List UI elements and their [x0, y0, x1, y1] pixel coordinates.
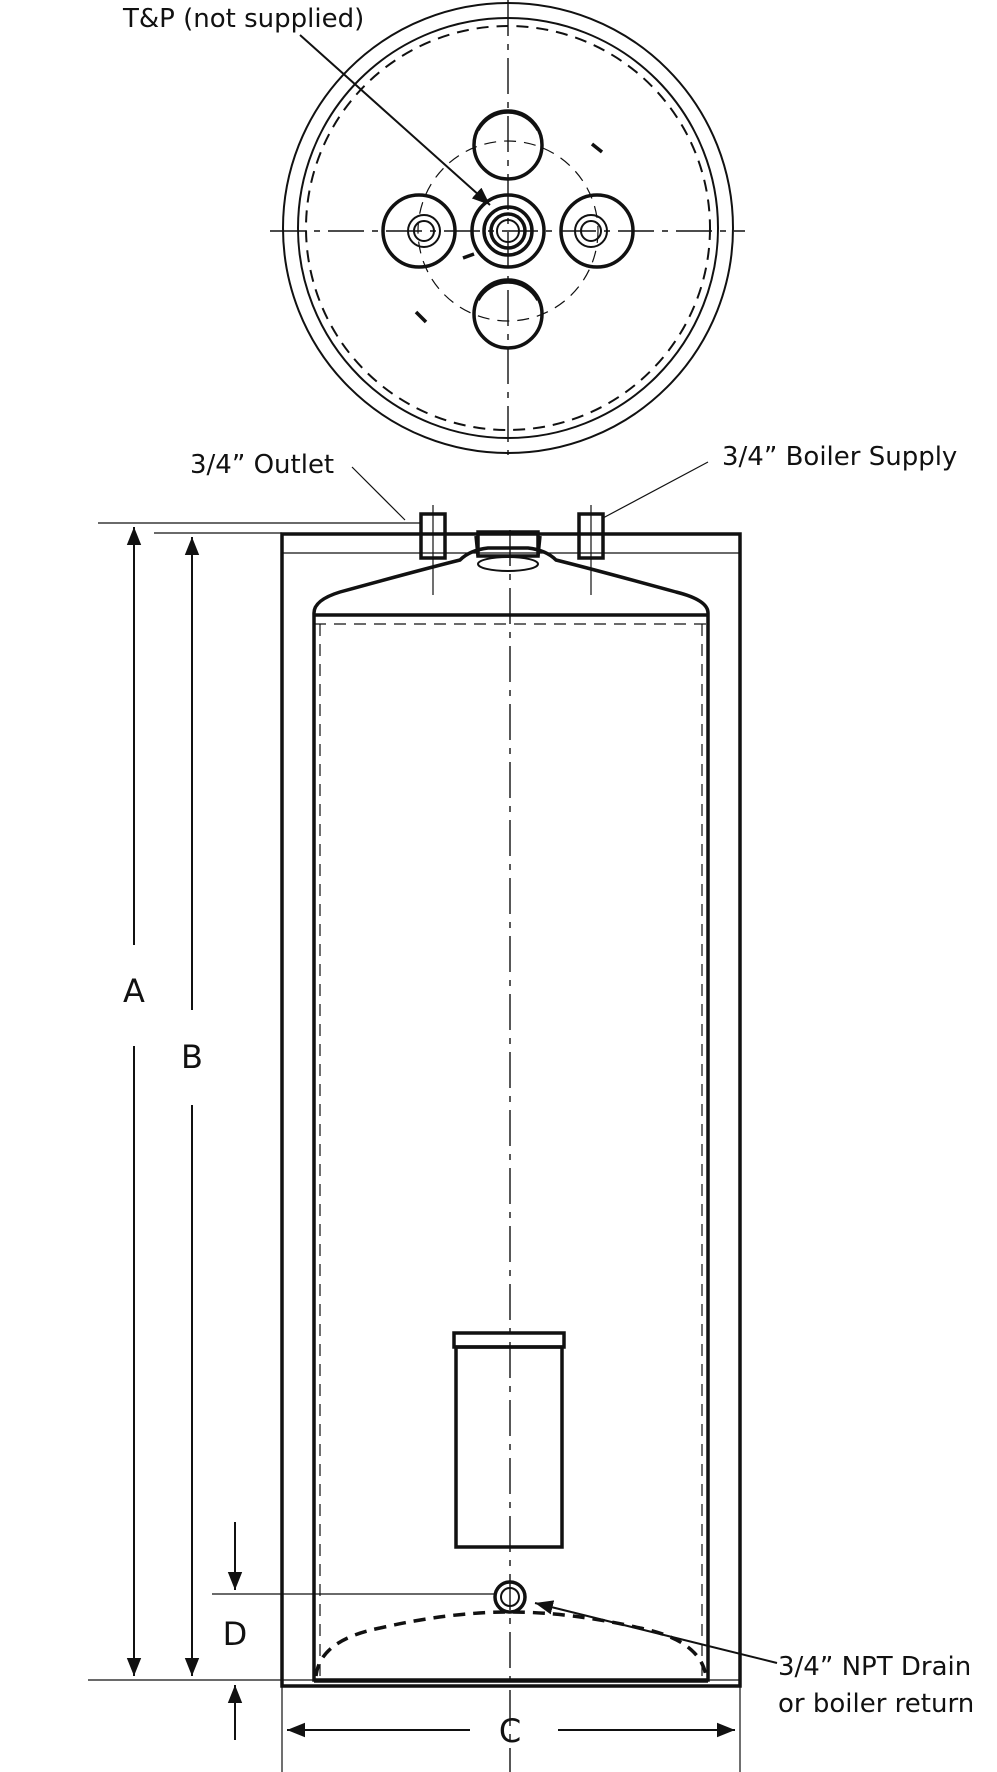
outlet-label: 3/4” Outlet — [190, 450, 334, 480]
drain-label-1: 3/4” NPT Drain — [778, 1652, 971, 1682]
boiler-supply-label: 3/4” Boiler Supply — [722, 442, 957, 472]
drain-callout: 3/4” NPT Drain or boiler return — [534, 1600, 974, 1719]
tp-fitting — [470, 193, 546, 269]
drain-fitting — [493, 1580, 527, 1614]
boiler-supply-callout: 3/4” Boiler Supply — [602, 442, 957, 519]
dimension-c-label: C — [499, 1712, 521, 1750]
drain-label-2: or boiler return — [778, 1689, 974, 1719]
top-fitting — [472, 109, 544, 181]
control-cap — [452, 1331, 566, 1349]
control-box — [454, 1345, 564, 1549]
side-view — [280, 505, 742, 1772]
dimension-d-label: D — [223, 1615, 248, 1653]
left-fitting — [381, 193, 457, 269]
dimension-b-label: B — [181, 1038, 203, 1076]
dimension-b: B — [181, 537, 203, 1676]
tank-shell — [312, 546, 710, 1682]
tp-label: T&P (not supplied) — [122, 4, 364, 34]
bottom-fitting — [472, 278, 544, 350]
right-fitting — [559, 193, 635, 269]
bottom-dome — [314, 1610, 708, 1677]
dimension-c: C — [287, 1712, 735, 1750]
outlet-callout: 3/4” Outlet — [190, 450, 406, 521]
top-view — [270, 0, 745, 455]
dimension-a-label: A — [123, 972, 145, 1010]
dimension-a: A — [123, 527, 145, 1676]
outer-jacket — [280, 532, 742, 1688]
dimension-d: D — [223, 1522, 248, 1740]
tp-callout: T&P (not supplied) — [122, 4, 491, 206]
